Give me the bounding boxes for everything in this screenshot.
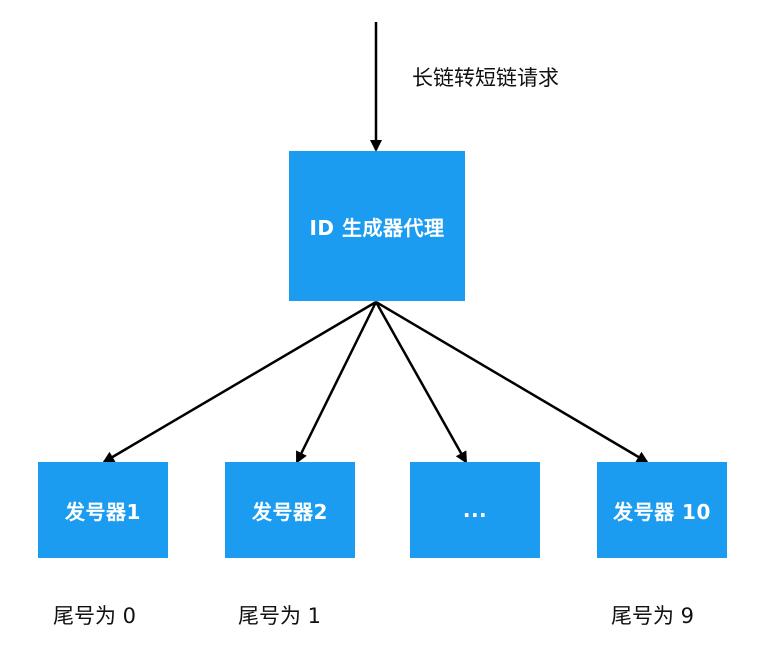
- issuer-1-tail-label: 尾号为 0: [53, 604, 137, 628]
- issuer-2-tail-label: 尾号为 1: [238, 604, 322, 628]
- arrow-to-issuer-2: [295, 301, 378, 464]
- request-label: 长链转短链请求: [412, 66, 559, 90]
- arrow-to-issuer-10: [375, 300, 649, 464]
- issuer-10-box: 发号器 10: [597, 462, 727, 558]
- issuer-ellipsis-label: ...: [462, 498, 488, 522]
- issuer-2-label: 发号器2: [252, 499, 328, 524]
- issuer-1-label: 发号器1: [65, 499, 141, 524]
- issuer-10-label: 发号器 10: [613, 499, 711, 524]
- id-generator-proxy-label: ID 生成器代理: [309, 215, 445, 240]
- issuer-2-box: 发号器2: [225, 462, 355, 558]
- issuer-ellipsis-box: ...: [410, 462, 540, 558]
- issuer-10-tail-label: 尾号为 9: [611, 604, 695, 628]
- issuer-1-box: 发号器1: [38, 462, 168, 558]
- arrow-to-issuer-ellipsis: [374, 301, 468, 464]
- arrow-to-issuer-1: [102, 300, 377, 464]
- id-generator-proxy-box: ID 生成器代理: [289, 151, 465, 301]
